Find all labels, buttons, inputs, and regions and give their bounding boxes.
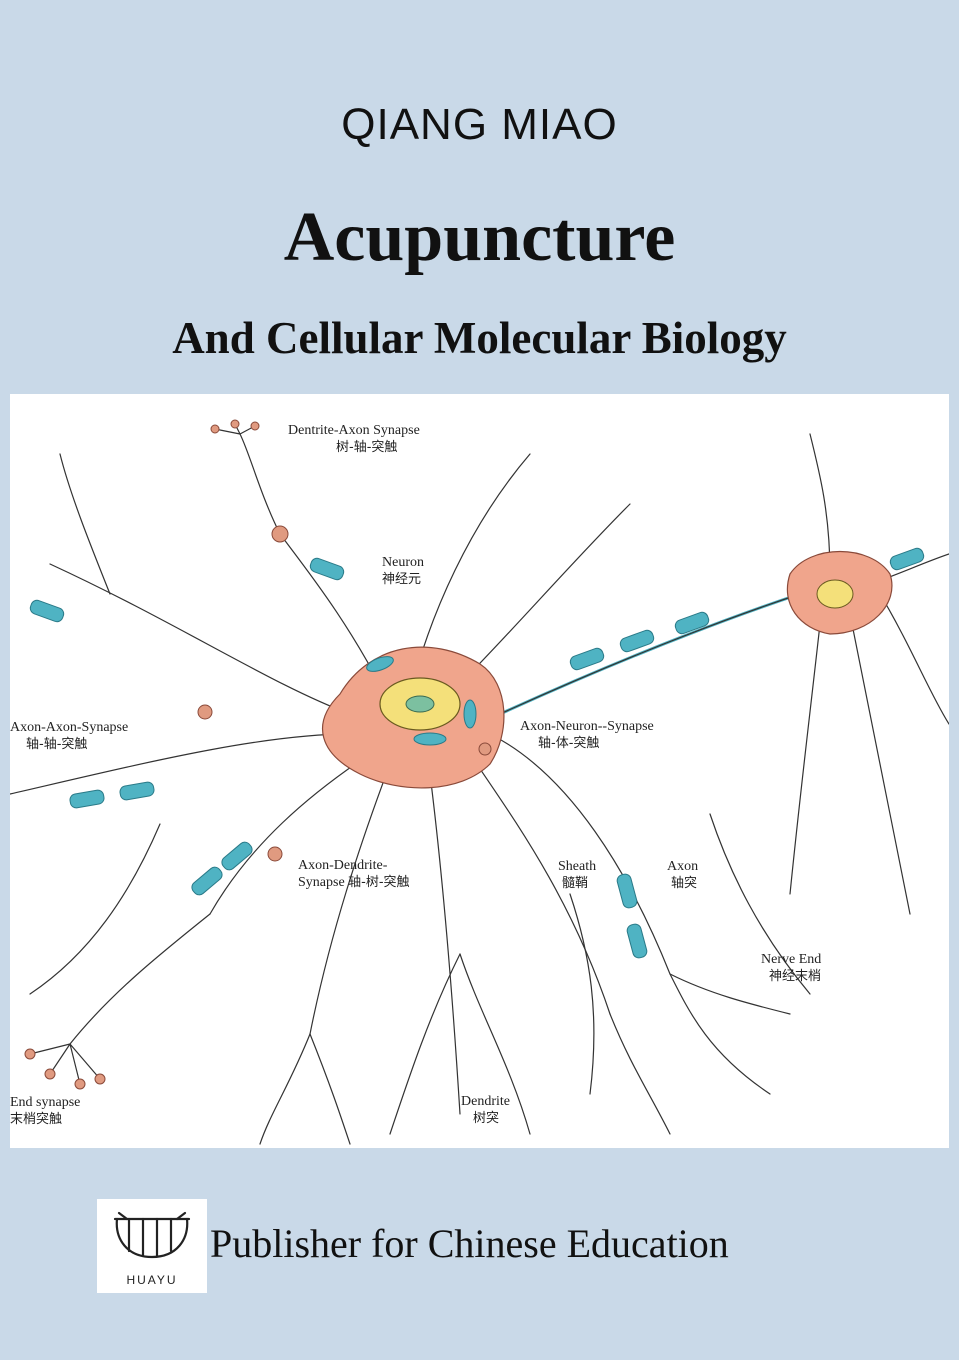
book-subtitle: And Cellular Molecular Biology [172,313,787,363]
label-dentrite-axon-synapse: Dentrite-Axon Synapse 树-轴-突触 [288,423,420,455]
book-title: Acupuncture [283,199,676,276]
label-nerve-end: Nerve End 神经末梢 [761,952,822,984]
label-end-synapse: End synapse 末梢突触 [10,1095,81,1127]
label-dendrite: Dendrite 树突 [461,1094,510,1126]
label-neuron: Neuron 神经元 [382,555,424,587]
publisher-name: Publisher for Chinese Education [210,1221,729,1266]
harp-logo-icon [113,1211,191,1259]
publisher-logo: HUAYU [97,1199,207,1293]
label-axon-axon-synapse: Axon-Axon-Synapse 轴-轴-突触 [10,720,129,752]
label-sheath: Sheath 髓鞘 [558,859,597,891]
neuron-illustration: Dentrite-Axon Synapse 树-轴-突触 Neuron 神经元 … [10,394,949,1148]
label-axon-dendrite-synapse: Axon-Dendrite- Synapse 轴-树-突触 [298,858,410,890]
neuron-drawing [10,419,949,1145]
label-axon: Axon 轴突 [667,859,699,891]
author-name: QIANG MIAO [341,100,618,149]
publisher-logo-text: HUAYU [126,1273,178,1287]
label-axon-neuron-synapse: Axon-Neuron--Synapse 轴-体-突触 [520,719,654,751]
